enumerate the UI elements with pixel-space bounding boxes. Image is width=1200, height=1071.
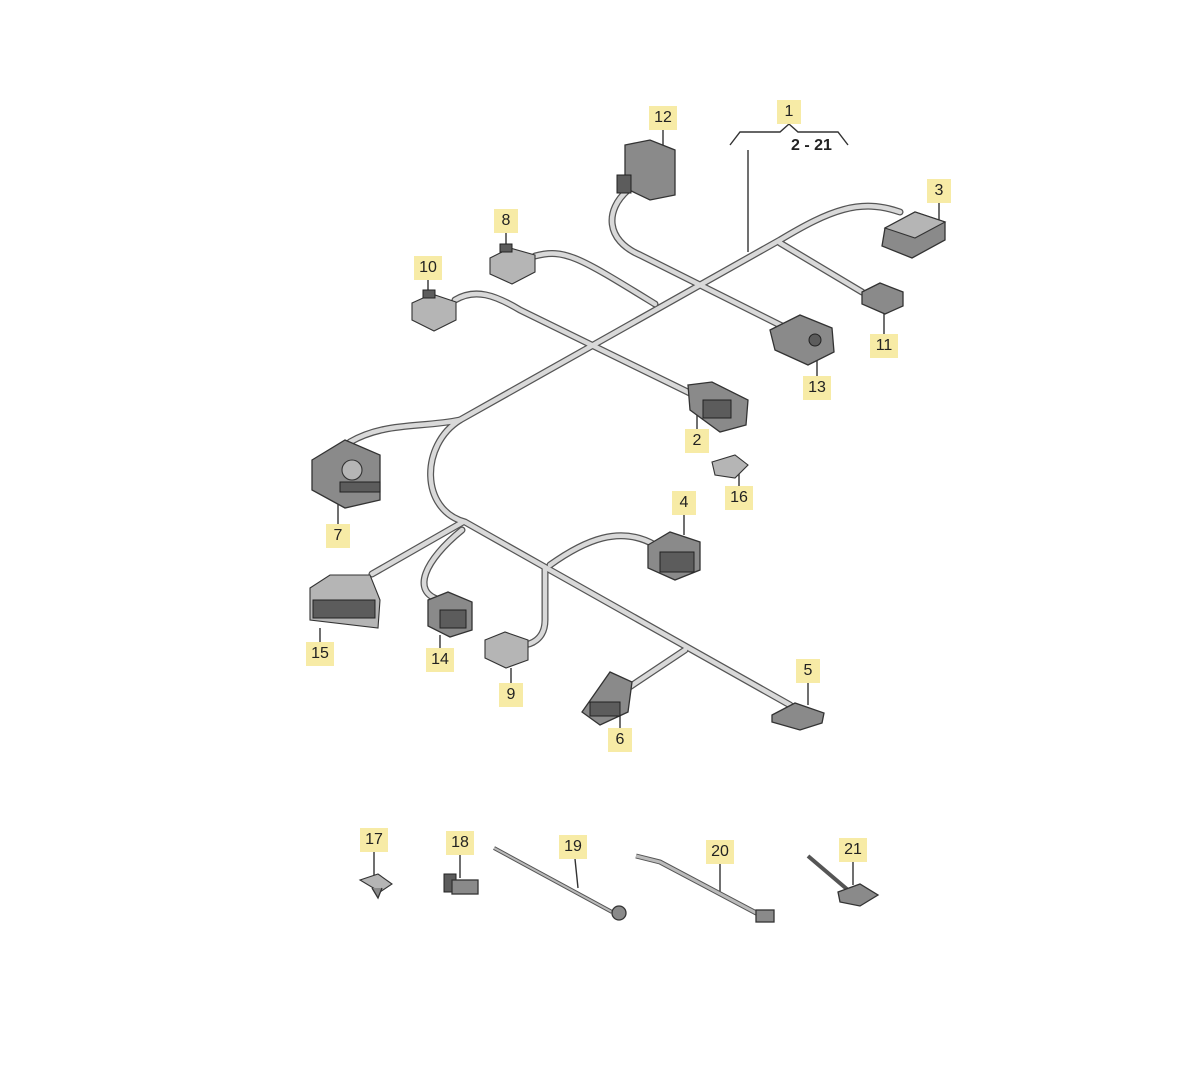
part-19 xyxy=(493,846,627,921)
drawing-shape xyxy=(616,174,632,194)
connector-8 xyxy=(489,243,536,285)
drawing-shape xyxy=(341,459,363,481)
wire-12 xyxy=(608,186,794,334)
callout-14: 14 xyxy=(426,648,454,672)
connector-11 xyxy=(861,282,904,315)
connector-2 xyxy=(687,381,749,433)
drawing-shape xyxy=(711,454,749,479)
wires xyxy=(346,186,904,709)
wire-trunk xyxy=(427,202,904,709)
drawing-shape xyxy=(769,314,835,366)
connector-14 xyxy=(427,591,473,638)
drawing-shape xyxy=(806,854,850,892)
drawing-shape xyxy=(574,858,579,889)
wire-14-core xyxy=(421,527,465,603)
callout-4: 4 xyxy=(672,491,696,515)
callout-10: 10 xyxy=(414,256,442,280)
wire-8 xyxy=(531,250,659,308)
callout-5: 5 xyxy=(796,659,820,683)
leader-lines xyxy=(319,123,940,892)
drawing-shape xyxy=(489,247,536,285)
callout-20: 20 xyxy=(706,840,734,864)
wire-4-core xyxy=(547,533,658,568)
connector-13 xyxy=(769,314,835,366)
drawing-shape xyxy=(484,631,529,669)
drawing-shape xyxy=(624,139,676,201)
callout-8: 8 xyxy=(494,209,518,233)
drawing-shape xyxy=(771,702,825,731)
drawing-shape xyxy=(883,211,947,239)
drawing-shape xyxy=(581,671,633,726)
connector-15 xyxy=(309,574,381,629)
drawing-shape xyxy=(837,883,880,907)
callout-2: 2 xyxy=(685,429,709,453)
callout-9: 9 xyxy=(499,683,523,707)
drawing-shape xyxy=(729,123,849,146)
part-18 xyxy=(443,873,479,895)
callout-19: 19 xyxy=(559,835,587,859)
loose-parts xyxy=(358,846,880,923)
callout-6: 6 xyxy=(608,728,632,752)
connector-10 xyxy=(411,289,457,332)
connector-9 xyxy=(484,631,529,669)
callout-17: 17 xyxy=(360,828,388,852)
connector-5 xyxy=(771,702,825,731)
drawing-shape xyxy=(861,282,904,315)
drawing-shape xyxy=(635,854,761,917)
callout-3: 3 xyxy=(927,179,951,203)
callout-13: 13 xyxy=(803,376,831,400)
callout-7: 7 xyxy=(326,524,350,548)
wire-6-core xyxy=(622,647,688,693)
drawing-shape xyxy=(493,847,613,913)
callout-12: 12 xyxy=(649,106,677,130)
drawing-shape xyxy=(499,243,513,253)
range-label: 2 - 21 xyxy=(791,137,832,154)
callout-16: 16 xyxy=(725,486,753,510)
callout-15: 15 xyxy=(306,642,334,666)
drawing-shape xyxy=(422,289,436,299)
drawing-shape xyxy=(702,399,732,419)
connector-6 xyxy=(581,671,633,726)
drawing-shape xyxy=(411,293,457,332)
wire-trunk-core xyxy=(428,204,903,708)
part-17 xyxy=(358,873,393,900)
drawing-shape xyxy=(451,879,479,895)
connectors xyxy=(309,139,947,731)
connector-12 xyxy=(616,139,676,201)
drawing-shape xyxy=(339,481,381,493)
wire-8-core xyxy=(532,251,658,307)
wire-7-core xyxy=(347,417,463,445)
callout-21: 21 xyxy=(839,838,867,862)
drawing-shape xyxy=(755,909,775,923)
part-20 xyxy=(635,853,775,923)
connector-3 xyxy=(881,211,947,259)
wire-11-core xyxy=(777,240,865,295)
wire-10-core xyxy=(452,291,703,401)
callout-1: 1 xyxy=(777,100,801,124)
connector-4 xyxy=(647,531,701,581)
wire-15-core xyxy=(369,519,466,577)
connector-16 xyxy=(711,454,749,479)
wire-12-core xyxy=(609,187,793,333)
part-21 xyxy=(806,854,880,907)
callout-11: 11 xyxy=(870,334,898,358)
drawing-shape xyxy=(439,609,467,629)
drawing-shape xyxy=(611,905,627,921)
drawing-shape xyxy=(371,887,383,900)
drawing-shape xyxy=(659,551,695,573)
drawing-shape xyxy=(589,701,621,717)
connector-7 xyxy=(311,439,381,509)
drawing-shape xyxy=(312,599,376,619)
callout-18: 18 xyxy=(446,831,474,855)
drawing-shape xyxy=(808,333,822,347)
